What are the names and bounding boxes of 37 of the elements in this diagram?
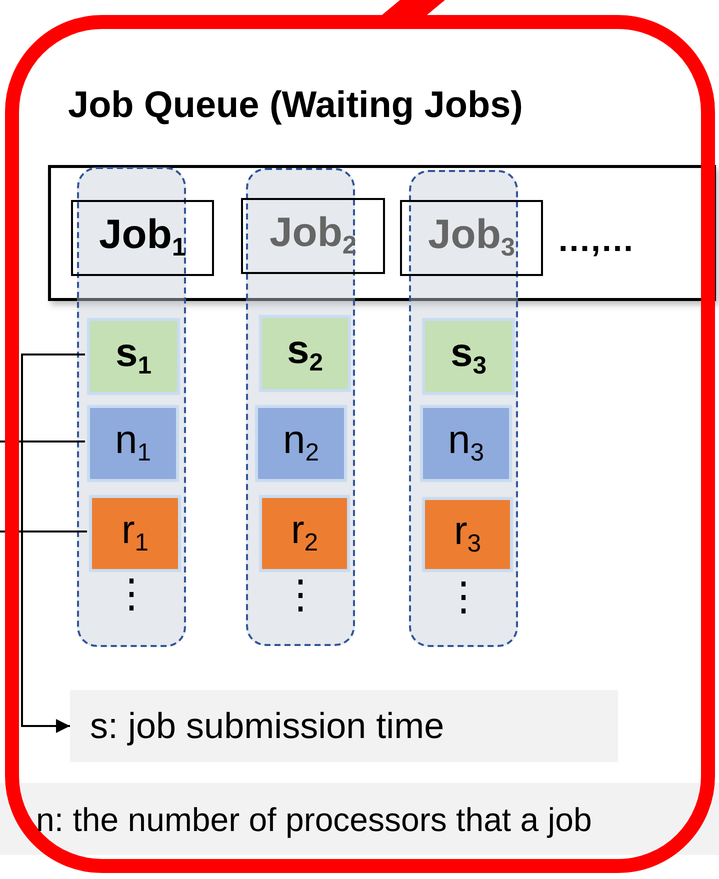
attribute-label: r$_{2}$ (290, 510, 318, 557)
attribute-box (422, 318, 515, 395)
job-box (71, 200, 214, 276)
attribute-box (87, 318, 180, 395)
attribute-label: n$_{3}$ (448, 420, 484, 467)
legend-text: s: job submission time (90, 708, 444, 744)
attribute-label: n$_{1}$ (114, 420, 152, 467)
job-label: Job$_{1}$ (98, 214, 186, 262)
attribute-label: n$_{2}$ (282, 420, 320, 467)
attribute-label: s$_{3}$ (450, 333, 487, 380)
legend-text: n: the number of processors that a job (36, 802, 592, 836)
job-column (409, 170, 518, 647)
job-column (246, 168, 355, 646)
attribute-box (87, 405, 179, 482)
attribute-label: r$_{3}$ (454, 511, 482, 558)
queue-title: Job Queue (Waiting Jobs) (68, 86, 523, 123)
attribute-box (89, 495, 181, 572)
job-box (241, 198, 385, 274)
legend-box (0, 783, 719, 855)
vertical-ellipsis: ⋮ (110, 574, 152, 614)
attribute-label: r$_{1}$ (121, 510, 149, 557)
job-label: Job$_{3}$ (428, 214, 516, 262)
ellipsis-text: …,… (557, 223, 634, 257)
job-label: Job$_{2}$ (269, 212, 357, 260)
attribute-box (422, 497, 513, 572)
vertical-ellipsis: ⋮ (442, 577, 484, 617)
job-box (400, 200, 543, 276)
attribute-box (420, 405, 512, 482)
attribute-box (255, 405, 347, 482)
attribute-box (259, 495, 350, 572)
connector-line (21, 354, 85, 733)
attribute-label: s$_{1}$ (115, 333, 152, 380)
job-column (77, 167, 186, 647)
legend-box (70, 690, 618, 762)
vertical-ellipsis: ⋮ (280, 575, 322, 615)
attribute-box (259, 315, 351, 392)
attribute-label: s$_{2}$ (286, 330, 324, 377)
